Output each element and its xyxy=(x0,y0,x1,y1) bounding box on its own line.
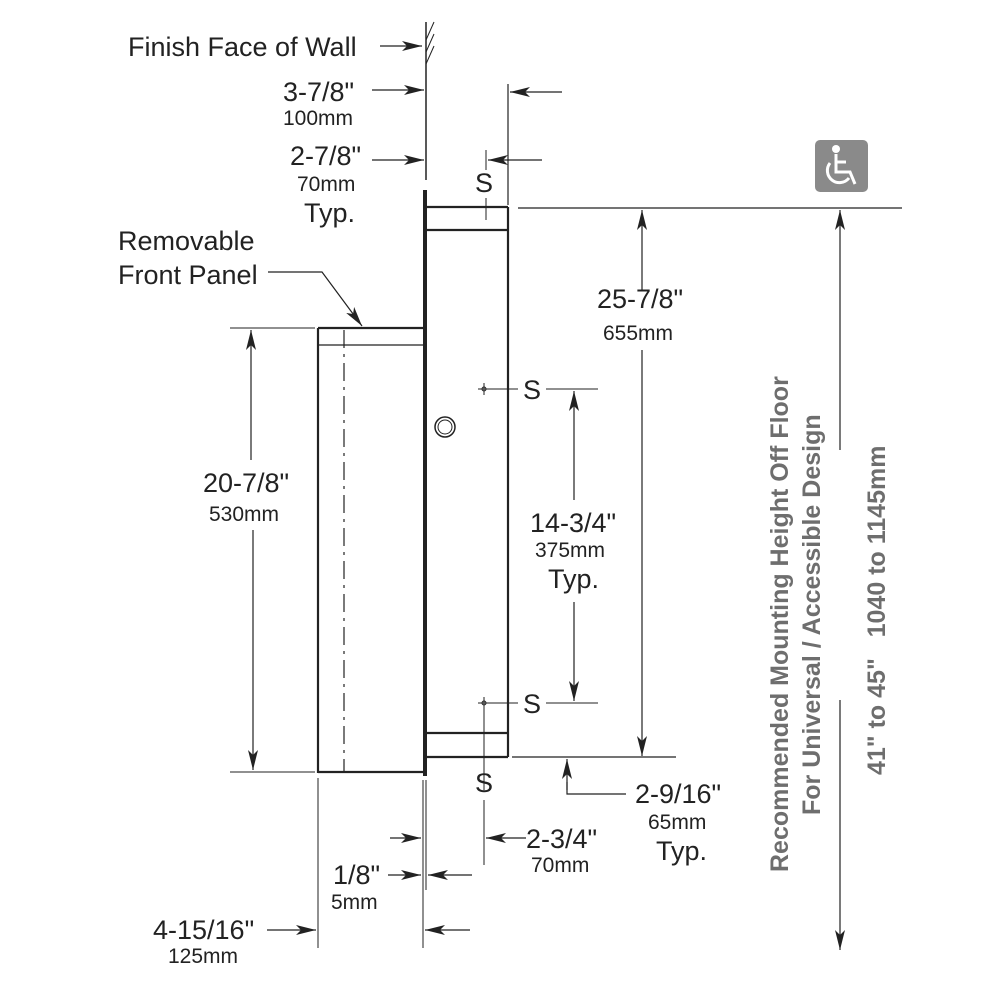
dim-bottom-offset-metric: 65mm xyxy=(648,811,706,834)
dim-bottom-offset-imperial: 2-9/16" xyxy=(635,779,721,809)
screw-upper xyxy=(478,383,598,395)
screw-lower xyxy=(478,697,598,790)
dim-depth-flange-metric: 70mm xyxy=(297,173,355,196)
removable-label-line2: Front Panel xyxy=(118,260,258,290)
dim-projection-imperial: 4-15/16" xyxy=(153,915,254,945)
dim-overall-height-metric: 655mm xyxy=(603,322,673,345)
lock-knob-icon xyxy=(434,416,456,438)
removable-leader xyxy=(268,271,363,327)
accessible-height-range: 41" to 45" 1040 to 1145mm xyxy=(863,446,891,775)
dim-screw-inset-imperial: 2-3/4" xyxy=(526,824,597,854)
dim-depth-total-imperial: 3-7/8" xyxy=(283,77,354,107)
screw-marker-bottom: S xyxy=(475,768,493,798)
dim-screw-spacing-metric: 375mm xyxy=(535,539,605,562)
dim-projection-metric: 125mm xyxy=(168,945,238,968)
screw-marker-top: S xyxy=(475,168,493,198)
dim-leader xyxy=(566,782,626,795)
dim-depth-total-metric: 100mm xyxy=(283,107,353,130)
dim-screw-spacing-typ: Typ. xyxy=(548,564,599,594)
removable-label-line1: Removable xyxy=(118,226,255,256)
dim-depth-flange-imperial: 2-7/8" xyxy=(290,141,361,171)
dim-screw-inset-metric: 70mm xyxy=(531,854,589,877)
dim-panel-height-imperial: 20-7/8" xyxy=(203,468,289,498)
dim-overall-height-imperial: 25-7/8" xyxy=(597,284,683,314)
dim-depth-flange-typ: Typ. xyxy=(304,198,355,228)
dim-screw-spacing-imperial: 14-3/4" xyxy=(530,508,616,538)
removable-front-panel xyxy=(316,326,423,774)
screw-marker-upper: S xyxy=(523,375,541,405)
dim-flange-thickness-metric: 5mm xyxy=(331,891,378,914)
accessible-note-line2: For Universal / Accessible Design xyxy=(798,414,826,815)
back-plate xyxy=(423,190,510,776)
wheelchair-accessible-icon xyxy=(815,140,868,192)
screw-marker-lower: S xyxy=(523,689,541,719)
dim-bottom-offset-typ: Typ. xyxy=(656,836,707,866)
dim-flange-thickness-imperial: 1/8" xyxy=(333,860,380,890)
finish-wall-line xyxy=(425,21,435,180)
dim-panel-height-metric: 530mm xyxy=(209,503,279,526)
finish-face-label: Finish Face of Wall xyxy=(128,32,357,62)
accessible-note-line1: Recommended Mounting Height Off Floor xyxy=(766,376,794,872)
